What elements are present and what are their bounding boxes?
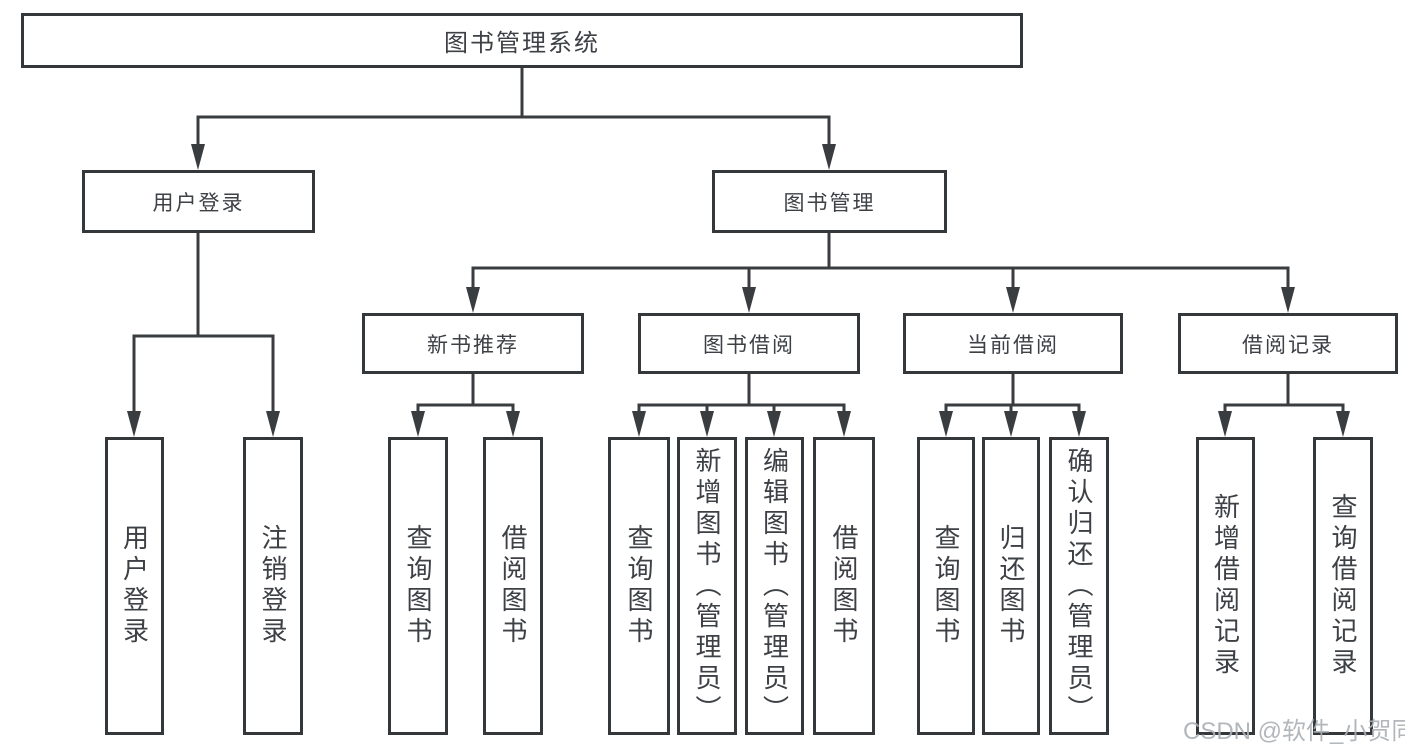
node-library-management-system: 图书管理系统 [21,13,1023,68]
node-add-books-admin: 新增图书（管理员） [677,437,737,735]
arrowhead [1004,411,1018,437]
watermark: CSDN @软件_小贺同学 [1183,718,1405,745]
arrowhead [822,144,836,170]
arrowhead [127,411,141,437]
node-confirm-return-admin: 确认归还（管理员） [1049,437,1109,735]
node-book-borrowing: 图书借阅 [638,313,860,374]
arrowhead [1072,411,1086,437]
arrowhead [767,411,781,437]
node-borrowing-records: 借阅记录 [1178,313,1398,374]
arrowhead [700,411,714,437]
arrowhead [1218,411,1232,437]
node-user-login-action: 用户登录 [105,437,164,735]
arrowhead [1006,287,1020,313]
arrowhead [742,287,756,313]
arrowhead [266,411,280,437]
arrowhead [411,411,425,437]
node-query-books-borrowing: 查询图书 [608,437,670,735]
arrowhead [1336,411,1350,437]
arrowhead [506,411,520,437]
node-query-books-current: 查询图书 [917,437,975,735]
node-logout-action: 注销登录 [243,437,303,735]
arrowhead [466,287,480,313]
node-book-management: 图书管理 [712,170,947,233]
arrowhead [837,411,851,437]
node-add-borrow-record: 新增借阅记录 [1196,437,1255,735]
node-borrow-books-recommendation: 借阅图书 [483,437,543,735]
node-borrow-books-borrowing: 借阅图书 [813,437,875,735]
node-return-books: 归还图书 [982,437,1040,735]
arrowhead [1281,287,1295,313]
node-user-login: 用户登录 [82,170,315,233]
node-edit-books-admin: 编辑图书（管理员） [745,437,804,735]
arrowhead [939,411,953,437]
arrowhead [191,144,205,170]
node-query-borrow-record: 查询借阅记录 [1313,437,1373,735]
node-new-book-recommendation: 新书推荐 [362,313,584,374]
arrowhead [632,411,646,437]
node-current-borrowing: 当前借阅 [903,313,1123,374]
node-query-books-recommendation: 查询图书 [388,437,448,735]
